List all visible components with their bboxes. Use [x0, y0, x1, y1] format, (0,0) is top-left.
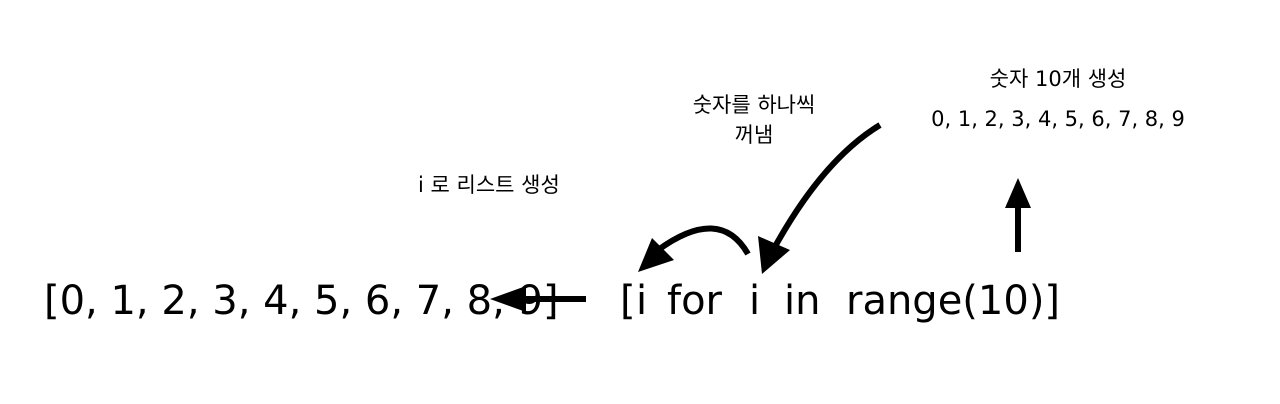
take-out-note-line1: 숫자를 하나씩	[692, 93, 816, 117]
arrow-range-to-i-head	[758, 236, 790, 274]
arrow-up-to-numbers	[1005, 178, 1031, 252]
create-list-note: i 로 리스트 생성	[418, 173, 560, 197]
result-list: [0, 1, 2, 3, 4, 5, 6, 7, 8, 9]	[44, 278, 559, 324]
arrow-i-to-i-curve	[656, 225, 751, 256]
generate-note-line2: 0, 1, 2, 3, 4, 5, 6, 7, 8, 9	[931, 107, 1185, 131]
arrow-range-to-i	[758, 122, 882, 274]
expr-range: range(10)]	[846, 278, 1061, 324]
arrow-up-head	[1005, 178, 1031, 208]
arrow-to-result	[490, 286, 586, 312]
expr-i-first: i	[636, 278, 648, 324]
take-out-note-line2: 꺼냄	[734, 123, 774, 147]
expr-open-bracket: [	[620, 278, 636, 324]
arrow-range-to-i-curve	[769, 122, 882, 254]
expr-in: in	[784, 278, 821, 324]
expr-for: for	[667, 278, 722, 324]
arrow-i-to-i	[638, 225, 751, 272]
expr-i-second: i	[749, 278, 761, 324]
arrow-i-to-i-head	[638, 238, 674, 272]
generate-note-line1: 숫자 10개 생성	[989, 67, 1127, 91]
arrow-to-result-head	[490, 286, 526, 312]
